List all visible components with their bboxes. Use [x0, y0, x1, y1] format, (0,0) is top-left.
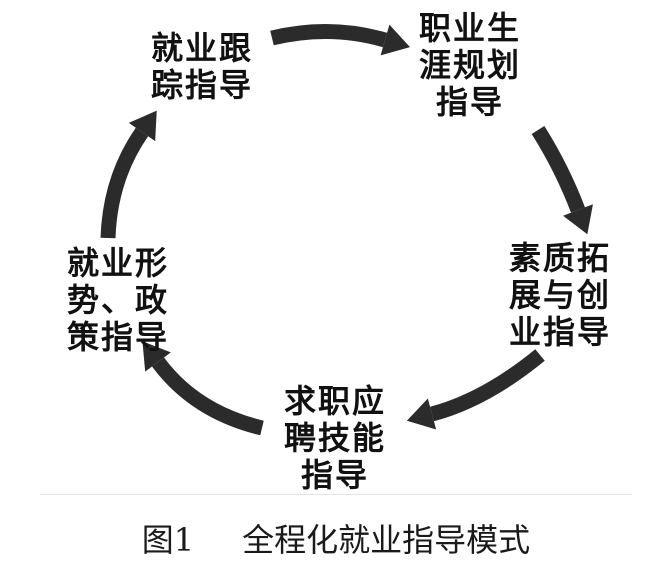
arrow-shaft — [100, 127, 149, 239]
node-employment-policy: 就业形 势、政 策指导 — [52, 245, 184, 356]
node-job-skills: 求职应 聘技能 指导 — [270, 383, 400, 494]
node-line: 指导 — [435, 83, 504, 121]
cycle-diagram: 就业跟 踪指导 职业生 涯规划 指导 素质拓 展与创 业指导 求职应 聘技能 指… — [52, 10, 625, 494]
figure-number: 图1 — [141, 521, 195, 559]
arrow-shaft — [270, 23, 388, 48]
node-line: 展与创 — [508, 276, 611, 314]
figure-title: 全程化就业指导模式 — [242, 521, 531, 559]
arrow-skills-to-policy — [142, 341, 264, 436]
node-line: 职业生 — [418, 9, 521, 47]
arrow-shaft — [531, 125, 586, 213]
arrow-followup-to-planning — [270, 23, 410, 56]
node-line: 策指导 — [66, 318, 169, 356]
arrowhead — [128, 110, 157, 142]
node-career-planning: 职业生 涯规划 指导 — [405, 10, 535, 121]
node-line: 就业形 — [66, 244, 169, 282]
cycle-arrows — [100, 23, 593, 436]
figure-caption: 图1 全程化就业指导模式 — [0, 520, 672, 560]
arrowhead — [142, 341, 171, 372]
caption-divider — [40, 494, 632, 495]
arrow-policy-to-followup — [100, 110, 157, 239]
node-line: 踪指导 — [150, 66, 253, 104]
arrow-planning-to-quality — [531, 125, 593, 235]
arrow-shaft — [430, 349, 545, 422]
arrow-quality-to-skills — [406, 349, 545, 430]
arrowhead — [406, 398, 437, 430]
node-quality-entrepreneurship: 素质拓 展与创 业指导 — [495, 240, 625, 351]
arrowhead — [563, 204, 593, 235]
arrowhead — [380, 24, 410, 56]
node-line: 求职应 — [283, 382, 386, 420]
arrow-shaft — [151, 357, 264, 436]
node-line: 势、政 — [66, 281, 169, 319]
node-line: 素质拓 — [508, 239, 611, 277]
node-line: 指导 — [300, 456, 369, 494]
node-employment-followup: 就业跟 踪指导 — [140, 30, 264, 104]
node-line: 涯规划 — [418, 46, 521, 84]
node-line: 聘技能 — [283, 419, 386, 457]
node-line: 就业跟 — [150, 29, 253, 67]
node-line: 业指导 — [508, 313, 611, 351]
